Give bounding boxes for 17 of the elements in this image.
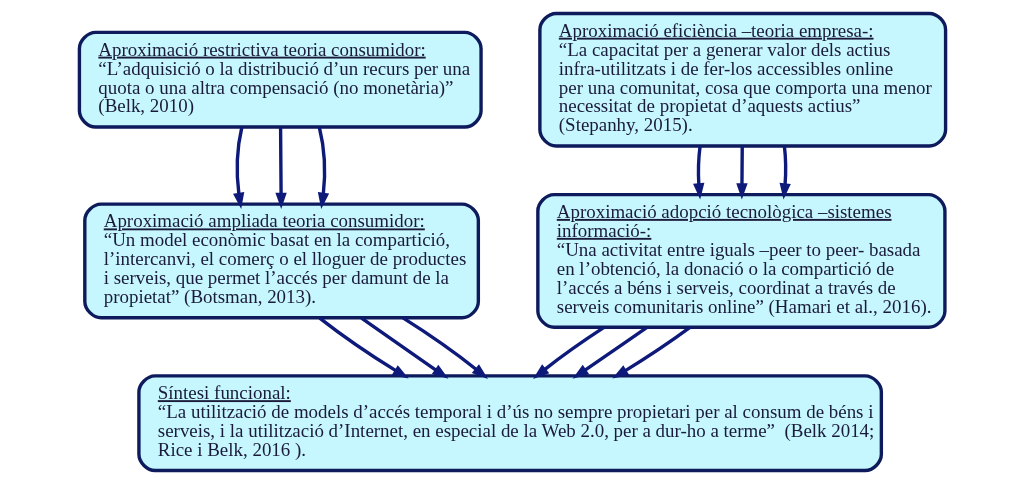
- node-box: Síntesi funcional: “La utilització de models d’accés temporal i d’ús no sempre propietari per al consum de béns i serveis, i la utilització d’Internet, en especial de la Web 2.0, per a dur-ho a terme” (Belk 2014; Rice i Belk, 2016 ).: [136, 374, 883, 473]
- arrow: [532, 326, 605, 379]
- arrow: [611, 326, 691, 379]
- arrow: [779, 145, 791, 200]
- node-box: Aproximació restrictiva teoria consumidor: “L’adquisició o la distribució d’un recurs per una quota o una altra compensació (no monetària)” (Belk, 2010): [77, 30, 483, 129]
- arrow: [692, 145, 704, 200]
- node-box: Aproximació ampliada teoria consumidor: “Un model econòmic basat en la compartició, l’intercanvi, el comerç o el lloguer de productes i serveis, que permet l’accés per damunt de la propietat” (Botsman, 2013).: [82, 202, 480, 320]
- arrow: [318, 316, 409, 379]
- node-box: Aproximació eficiència –teoria empresa-: “La capacitat per a generar valor dels actius infra-utilitzats i de fer-los accessibles online per una comunitat, cosa que comporta una menor necessitat de propietat d’aquests actius” (Stepanhy, 2015).: [537, 11, 947, 148]
- arrow: [401, 316, 488, 379]
- arrow: [274, 127, 287, 209]
- arrow: [572, 326, 648, 379]
- arrow: [360, 316, 448, 379]
- arrow: [735, 146, 748, 200]
- arrow: [232, 127, 244, 209]
- node-box: Aproximació adopció tecnològica –sistemes informació-: “Una activitat entre iguals –peer to peer- basada en l’obtenció, la donació o la compartició de l’accés a béns i serveis, coordinat a través de serveis comunitaris online” (Hamari et al., 2016).: [535, 193, 947, 329]
- arrow: [317, 127, 329, 209]
